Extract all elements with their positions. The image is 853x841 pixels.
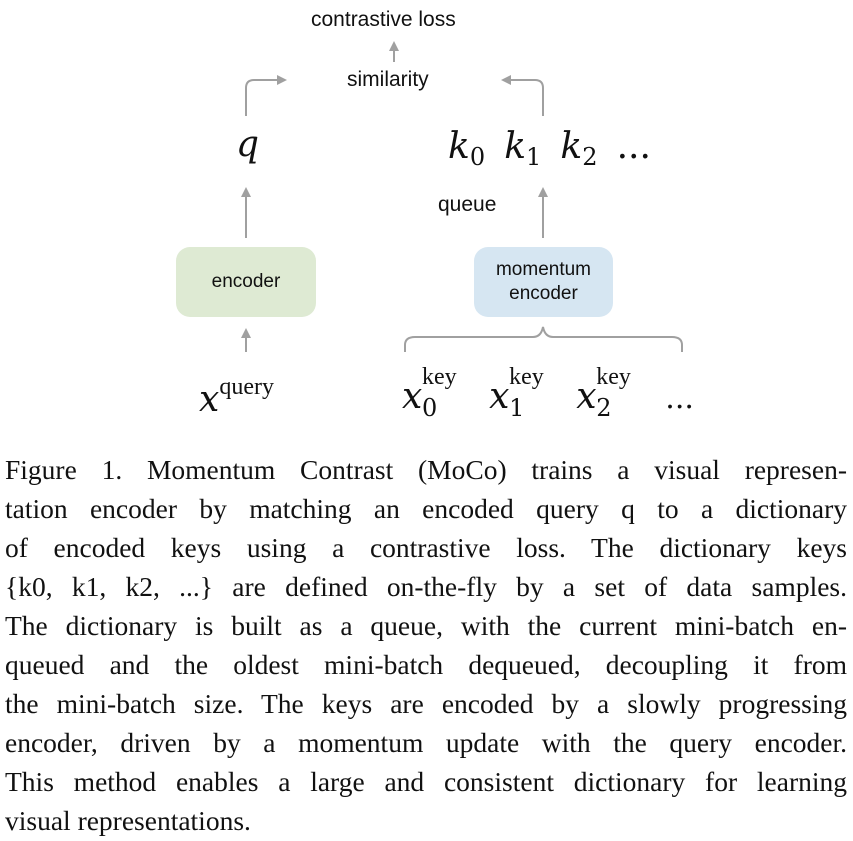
key-2: k2 [560,126,598,171]
similarity-label: similarity [347,68,429,91]
contrastive-loss-label: contrastive loss [311,8,456,31]
momentum-encoder-box: momentum encoder [474,247,613,317]
momentum-encoder-label-line2: encoder [509,283,578,304]
encoder-box: encoder [176,247,316,317]
caption-line: Figure 1. Momentum Contrast (MoCo) train… [5,454,847,485]
arrow-keys-to-similarity [501,75,544,116]
keys-ellipsis: ... [616,126,651,167]
caption-line: queued and the oldest mini-batch dequeue… [5,649,847,680]
caption-line: encoder, driven by a momentum update wit… [5,727,847,758]
queue-label: queue [438,193,497,216]
query-symbol: q [236,124,260,165]
arrow-q-to-similarity [245,75,287,116]
caption-line: tation encoder by matching an encoded qu… [5,493,847,524]
caption-line: This method enables a large and consiste… [5,766,847,797]
key-1: k1 [504,126,542,171]
encoder-label: encoder [211,271,281,292]
caption-line: the mini-batch size. The keys are encode… [5,688,847,719]
caption-line: {k0, k1, k2, ...} are defined on-the-fly… [5,571,847,602]
caption-line: The dictionary is built as a queue, with… [5,610,847,641]
x-keys-ellipsis: ... [665,381,694,416]
diagram-connectors [241,41,683,352]
momentum-encoder-label-line1: momentum [495,259,592,280]
figure-caption: Figure 1. Momentum Contrast (MoCo) train… [5,450,847,840]
x-query: xquery [199,374,274,420]
curly-brace [404,326,683,352]
caption-line: visual representations. [5,805,251,836]
keys-list: k0 k1 k2 ... [448,126,665,171]
key-0: k0 [448,126,486,171]
caption-line: of encoded keys using a contrastive loss… [5,532,847,563]
